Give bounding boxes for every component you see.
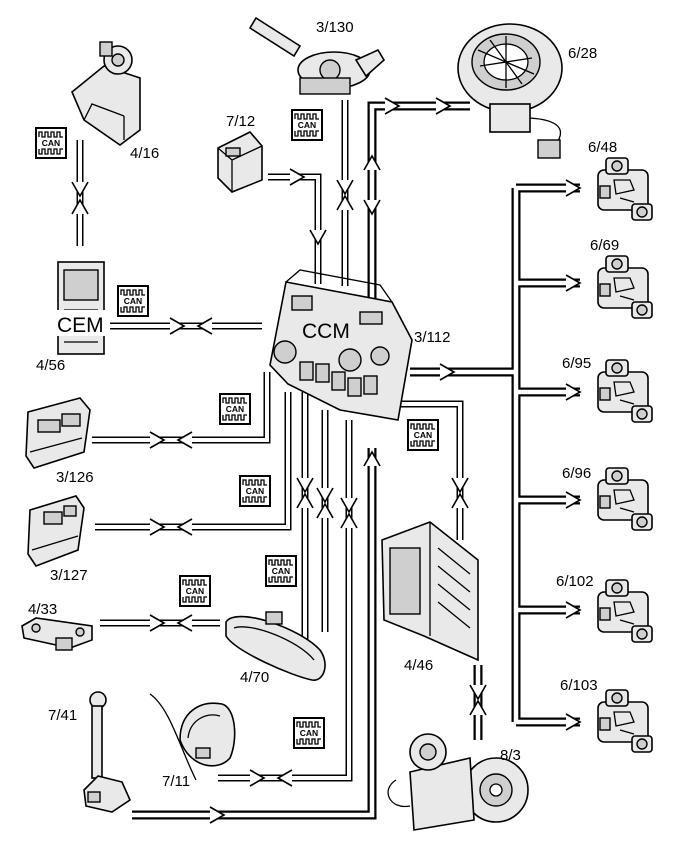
can-bus-icon: CAN (265, 555, 297, 587)
label-3-130: 3/130 (316, 19, 354, 36)
label-6-95: 6/95 (562, 355, 591, 372)
cem-module: CEM (54, 261, 110, 355)
switch-panel-3-127 (27, 495, 85, 567)
label-6-102: 6/102 (556, 573, 594, 590)
blower-motor-6-28 (457, 23, 563, 159)
signal-lines (76, 100, 464, 782)
label-6-103: 6/103 (560, 677, 598, 694)
ccm-module: CCM (269, 269, 413, 421)
svg-text:CAN: CAN (414, 430, 432, 440)
switch-panel-3-126 (25, 397, 91, 469)
label-3-127: 3/127 (50, 567, 88, 584)
svg-text:CAN: CAN (298, 120, 316, 130)
compressor-8-3 (387, 733, 529, 831)
actuator-6-103 (597, 689, 653, 753)
can-bus-icon: CAN (219, 393, 251, 425)
svg-text:CAN: CAN (272, 566, 290, 576)
svg-text:CAN: CAN (226, 404, 244, 414)
direction-arrows (71, 97, 582, 824)
actuator-6-96 (597, 467, 653, 531)
can-bus-icon: CAN (293, 717, 325, 749)
can-bus-icon: CAN (117, 285, 149, 317)
label-4-46: 4/46 (404, 657, 433, 674)
bus-ccm-to-6-28 (367, 101, 470, 312)
svg-text:CAN: CAN (42, 138, 60, 148)
steering-switch-3-130 (248, 16, 386, 95)
label-6-69: 6/69 (590, 237, 619, 254)
actuator-6-48 (597, 157, 653, 221)
label-8-3: 8/3 (500, 747, 521, 764)
door-mirror-7-11 (149, 693, 236, 781)
label-4-33: 4/33 (28, 601, 57, 618)
can-bus-icon: CAN (179, 575, 211, 607)
can-bus-icon: CAN (239, 475, 271, 507)
svg-text:CAN: CAN (300, 728, 318, 738)
sensor-4-33 (21, 617, 93, 651)
label-7-41: 7/41 (48, 707, 77, 724)
actuator-6-69 (597, 255, 653, 319)
ccm-label: CCM (302, 320, 350, 343)
mirror-4-70 (225, 611, 326, 681)
actuator-6-102 (597, 579, 653, 643)
label-4-70: 4/70 (240, 669, 269, 686)
label-7-12: 7/12 (226, 113, 255, 130)
control-unit-4-46 (381, 521, 479, 662)
label-3-126: 3/126 (56, 469, 94, 486)
label-6-28: 6/28 (568, 45, 597, 62)
svg-text:CAN: CAN (124, 296, 142, 306)
can-bus-icon: CAN (291, 109, 323, 141)
label-7-11: 7/11 (162, 773, 190, 790)
label-4-56: 4/56 (36, 357, 65, 374)
label-3-112: 3/112 (414, 329, 450, 346)
gear-lever-7-41 (83, 691, 132, 813)
cem-label: CEM (57, 314, 104, 337)
sensor-7-12 (217, 131, 263, 193)
bus-ccm-to-actuators (410, 183, 580, 727)
actuator-6-95 (597, 359, 653, 423)
label-6-48: 6/48 (588, 139, 617, 156)
ignition-switch-4-16 (71, 41, 141, 146)
svg-text:CAN: CAN (186, 586, 204, 596)
label-4-16: 4/16 (130, 145, 159, 162)
can-bus-icon: CAN (35, 127, 67, 159)
svg-text:CAN: CAN (246, 486, 264, 496)
label-6-96: 6/96 (562, 465, 591, 482)
can-bus-icon: CAN (407, 419, 439, 451)
